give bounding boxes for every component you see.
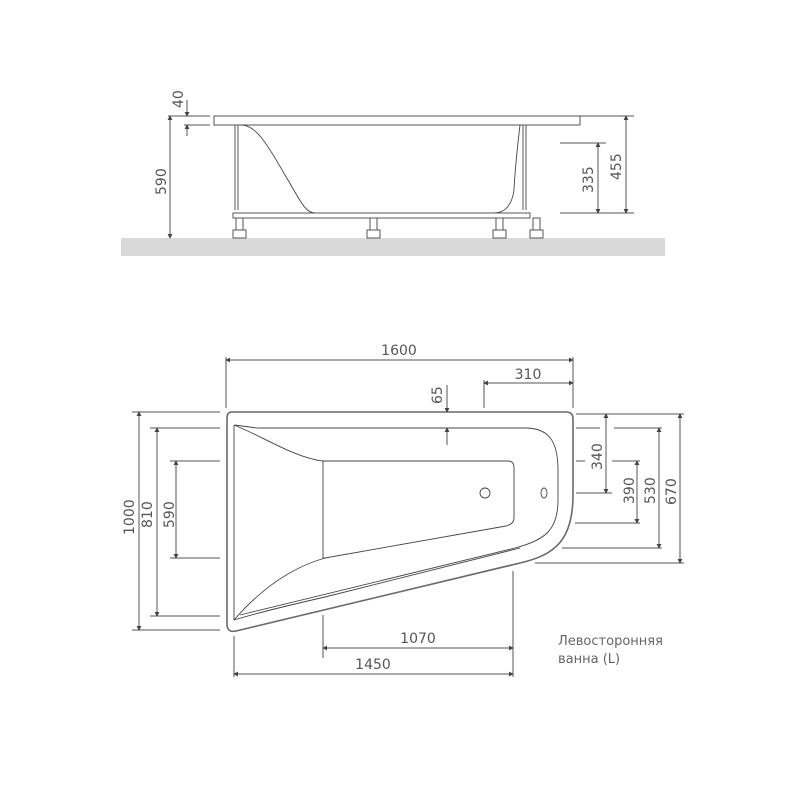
dim-rim-to-base: 455 (609, 153, 625, 180)
overflow-icon (540, 487, 548, 499)
dim-total-height: 590 (154, 168, 170, 195)
dim-overall-width: 1000 (122, 499, 138, 535)
floor (121, 238, 665, 256)
inner-rim (234, 424, 559, 616)
dim-rim-thickness: 40 (171, 90, 187, 108)
dim-rounded-end: 310 (515, 367, 542, 383)
dim-overall-length: 1600 (381, 343, 417, 359)
side-view: 40 590 335 455 (121, 90, 665, 256)
dim-inner-depth: 335 (581, 166, 597, 193)
dim-1450: 1450 (355, 657, 391, 673)
dim-390: 390 (622, 477, 638, 504)
dim-530: 530 (643, 477, 659, 504)
caption: Левосторонняя ванна (L) (558, 633, 663, 669)
feet (232, 217, 544, 239)
caption-line1: Левосторонняя (558, 634, 663, 649)
top-view: 1600 310 65 1000 810 590 340 390 530 670… (122, 343, 684, 677)
dim-670: 670 (664, 478, 680, 505)
dim-inner-width: 810 (140, 501, 156, 528)
frame (232, 212, 531, 219)
dim-seat-width: 590 (162, 501, 178, 528)
drain-icon (479, 487, 491, 499)
outer-outline (226, 411, 574, 633)
dim-340: 340 (590, 443, 606, 470)
caption-line2: ванна (L) (558, 652, 621, 667)
dim-1070: 1070 (400, 631, 436, 647)
basin (322, 460, 515, 559)
dim-rim-offset: 65 (430, 386, 446, 404)
tub-body (240, 124, 521, 214)
rim (213, 115, 581, 126)
